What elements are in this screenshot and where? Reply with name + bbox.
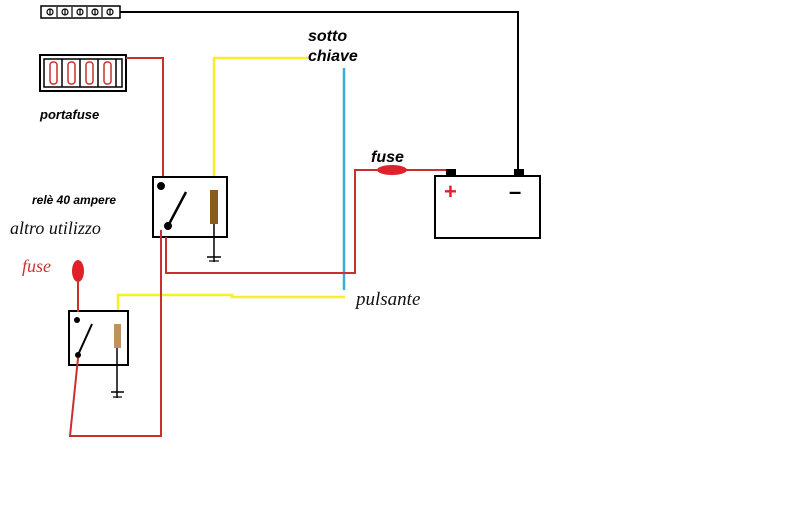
label-chiave: chiave — [308, 48, 358, 65]
wire-yellow-button — [116, 293, 345, 322]
wire-yellow-key — [212, 56, 308, 190]
portafuse-box — [39, 54, 127, 92]
label-fuse-left: fuse — [22, 256, 51, 276]
fuse-strip-small — [40, 5, 121, 19]
label-rele: relè 40 ampere — [32, 193, 117, 207]
wire-red-loop — [68, 230, 162, 437]
label-portafuse: portafuse — [40, 107, 100, 122]
wire-red-battery — [165, 169, 378, 274]
label-fuse-top: fuse — [371, 149, 404, 166]
battery — [434, 169, 541, 239]
battery-plus-sign: + — [444, 179, 457, 204]
wire-black-negative — [120, 11, 519, 172]
battery-minus-sign: – — [509, 179, 522, 204]
fuse-left — [72, 260, 84, 282]
label-altro-utilizzo: altro utilizzo — [10, 218, 101, 238]
wire-red-portafuse — [126, 57, 164, 185]
label-sotto: sotto — [308, 28, 348, 45]
relay-40a — [152, 176, 228, 262]
label-pulsante: pulsante — [356, 289, 421, 310]
fuse-top — [377, 165, 407, 175]
relay-small — [68, 310, 129, 398]
